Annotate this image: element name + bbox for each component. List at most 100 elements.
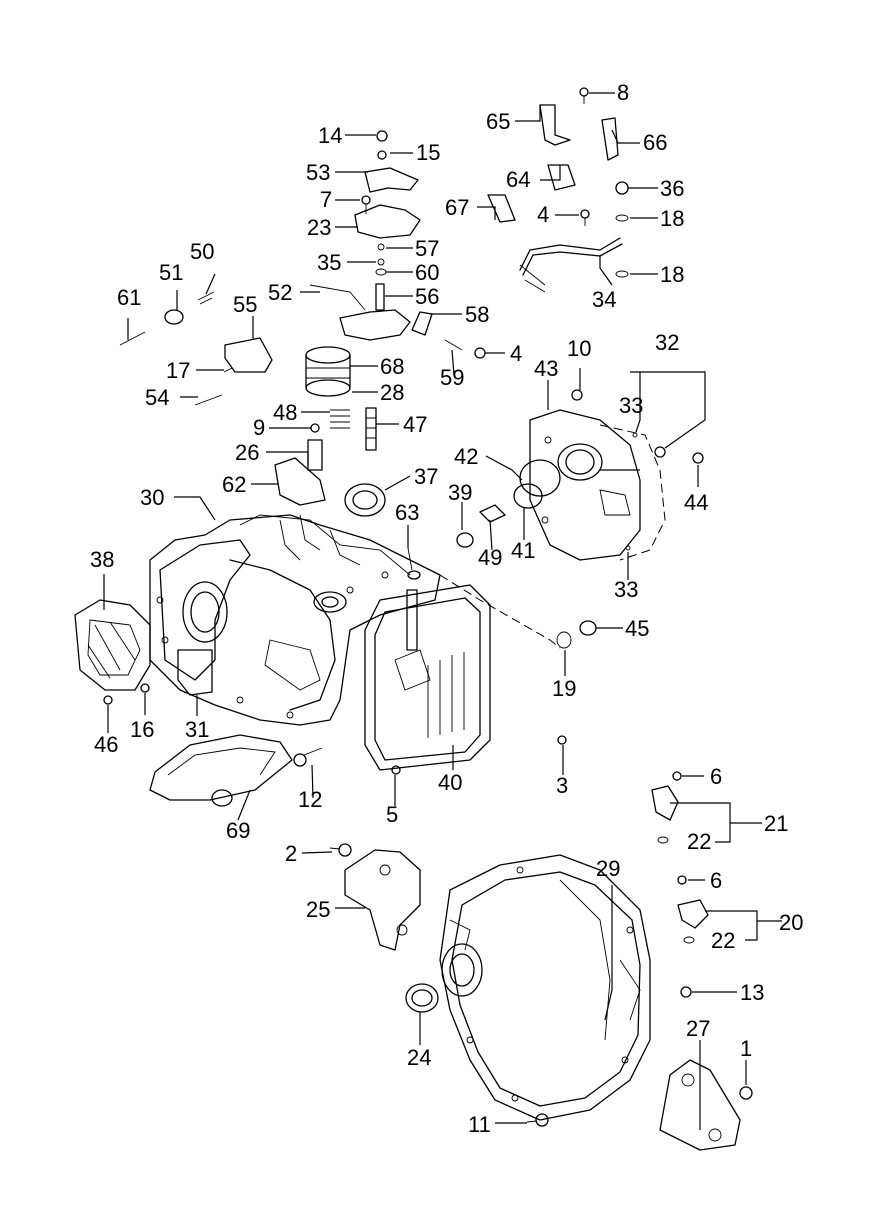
callout-6-a: 6 (710, 764, 722, 789)
callout-48: 48 (273, 400, 297, 425)
callout-labels: 8 65 66 14 15 53 64 36 7 67 4 18 23 50 5… (90, 80, 803, 1137)
callout-29: 29 (596, 856, 620, 881)
callout-11: 11 (468, 1112, 491, 1137)
callout-52: 52 (268, 280, 292, 305)
strainer-69 (149, 734, 293, 807)
callout-67: 67 (445, 195, 469, 220)
callout-46: 46 (94, 732, 118, 757)
callout-55: 55 (233, 292, 257, 317)
callout-14: 14 (318, 123, 342, 148)
callout-17: 17 (166, 358, 190, 383)
callout-33-b: 33 (614, 577, 638, 602)
callout-3: 3 (556, 773, 568, 798)
callout-43: 43 (534, 356, 558, 381)
callout-62: 62 (222, 472, 246, 497)
bracket-25 (344, 849, 421, 951)
callout-35: 35 (317, 250, 341, 275)
callout-45: 45 (625, 616, 649, 641)
callout-1: 1 (740, 1036, 752, 1061)
callout-40: 40 (438, 770, 462, 795)
callout-18-a: 18 (660, 206, 684, 231)
callout-68: 68 (380, 354, 404, 379)
sensor-21 (651, 785, 679, 821)
callout-4-top: 4 (537, 202, 549, 227)
bracket-65 (539, 104, 571, 146)
piston-47 (365, 407, 377, 451)
bracket-55 (224, 337, 273, 373)
callout-22-b: 22 (711, 928, 735, 953)
bracket-67 (487, 194, 516, 223)
callout-49: 49 (478, 545, 502, 570)
callout-56: 56 (415, 284, 439, 309)
callout-21: 21 (764, 811, 788, 836)
callout-33-a: 33 (619, 393, 643, 418)
callout-44: 44 (684, 490, 708, 515)
shift-plate-56 (339, 283, 411, 341)
callout-47: 47 (403, 412, 427, 437)
o-ring-41 (513, 483, 543, 509)
callout-30: 30 (140, 485, 164, 510)
pump-cover (529, 409, 641, 561)
callout-57: 57 (415, 236, 439, 261)
oil-filter-68 (305, 346, 351, 397)
callout-37: 37 (414, 464, 438, 489)
callout-32: 32 (655, 330, 679, 355)
callout-28: 28 (380, 380, 404, 405)
callout-26: 26 (235, 440, 259, 465)
callout-7: 7 (320, 187, 332, 212)
callout-61: 61 (117, 285, 141, 310)
sensor-20 (677, 899, 709, 929)
callout-31: 31 (185, 717, 209, 742)
callout-13: 13 (740, 980, 764, 1005)
callout-8: 8 (617, 80, 629, 105)
oil-pan (364, 584, 491, 771)
callout-66: 66 (643, 130, 667, 155)
callout-54: 54 (145, 385, 169, 410)
callout-41: 41 (511, 538, 535, 563)
bracket-64 (547, 164, 576, 191)
callout-5: 5 (386, 802, 398, 827)
callout-64: 64 (506, 167, 530, 192)
callout-50: 50 (190, 239, 214, 264)
cooler-pipe-34 (519, 237, 623, 293)
seal-37 (344, 483, 386, 517)
small-parts (103, 87, 753, 1127)
callout-4-mid: 4 (510, 341, 522, 366)
callout-69: 69 (226, 818, 250, 843)
bracket-62 (274, 457, 326, 506)
callout-27: 27 (686, 1016, 710, 1041)
callout-25: 25 (306, 897, 330, 922)
callout-59: 59 (440, 365, 464, 390)
callout-34: 34 (592, 287, 616, 312)
accumulator-26 (307, 439, 323, 471)
callout-42: 42 (454, 444, 478, 469)
callout-39: 39 (448, 480, 472, 505)
callout-58: 58 (465, 302, 489, 327)
callout-15: 15 (416, 140, 440, 165)
oil-seal-24 (405, 983, 439, 1013)
callout-23: 23 (307, 215, 331, 240)
leader-lines (103, 92, 782, 1130)
callout-19: 19 (552, 676, 576, 701)
callout-60: 60 (415, 260, 439, 285)
bell-housing (439, 854, 651, 1121)
callout-18-b: 18 (660, 262, 684, 287)
callout-9: 9 (253, 415, 265, 440)
callout-12: 12 (298, 787, 322, 812)
detent-23 (354, 204, 421, 239)
callout-10: 10 (567, 336, 591, 361)
callout-63: 63 (395, 500, 419, 525)
callout-36: 36 (660, 176, 684, 201)
callout-53: 53 (306, 160, 330, 185)
callout-6-b: 6 (710, 868, 722, 893)
transaxle-case (149, 514, 441, 726)
callout-51: 51 (159, 260, 183, 285)
pump-gasket (599, 424, 666, 561)
callout-20: 20 (779, 910, 803, 935)
bracket-66 (601, 117, 619, 161)
callout-2: 2 (285, 841, 297, 866)
side-cover (74, 599, 151, 691)
spring-48 (330, 409, 350, 429)
